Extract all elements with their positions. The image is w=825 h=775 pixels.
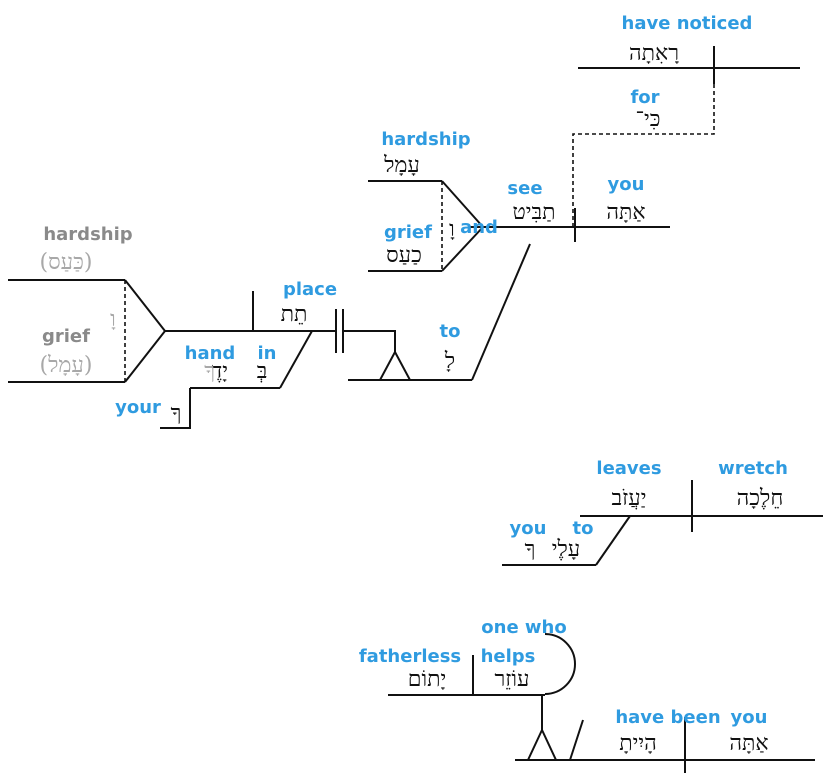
to-2-hebrew: עָלֶי	[552, 537, 581, 562]
hardship-hebrew: עָמָל	[383, 153, 420, 178]
clause-1-lines	[8, 46, 800, 429]
place-hebrew: תֵת	[281, 302, 308, 327]
to-hebrew: לָ	[444, 349, 455, 374]
see-gloss: see	[507, 178, 542, 199]
fatherless-gloss: fatherless	[359, 646, 461, 667]
have-been-hebrew: הָיִיתָ	[619, 731, 657, 756]
place-gloss: place	[283, 279, 337, 300]
inf-and-hebrew: וָ	[110, 307, 116, 332]
have-noticed-gloss: have noticed	[622, 13, 753, 34]
clause-2-lines	[502, 480, 823, 566]
to-2-gloss: to	[573, 518, 594, 539]
wretch-hebrew: חֵלֶכָה	[737, 486, 784, 511]
helps-hebrew: עוֹזֵר	[494, 667, 529, 692]
for-gloss: for	[630, 87, 659, 108]
leaves-hebrew: יַעֲזֹב	[612, 486, 647, 511]
and-hebrew: וָ	[449, 217, 455, 242]
helps-gloss: helps	[481, 646, 536, 667]
in-hebrew: בְּ	[257, 359, 268, 384]
inf-hardship-gloss: hardship	[43, 224, 132, 245]
grief-gloss: grief	[384, 222, 432, 243]
and-gloss: and	[460, 217, 498, 238]
in-gloss: in	[258, 343, 277, 364]
clause-3-lines	[388, 633, 815, 773]
leaves-gloss: leaves	[596, 458, 661, 479]
your-hebrew: ךָ	[171, 401, 182, 426]
you-hebrew: אַתָּה	[606, 200, 645, 225]
for-hebrew: כִּי־	[636, 107, 661, 132]
you-2-gloss: you	[510, 518, 547, 539]
you-3-gloss: you	[731, 707, 768, 728]
wretch-gloss: wretch	[718, 458, 788, 479]
fatherless-hebrew: יָתוֹם	[408, 667, 447, 692]
one-who-gloss: one who	[481, 617, 566, 638]
hand-gloss: hand	[185, 343, 236, 364]
hand-hebrew: יָדֶ	[212, 359, 228, 384]
you-2-hebrew: ךָ	[525, 537, 536, 562]
you-gloss: you	[608, 174, 645, 195]
inf-hardship-hebrew: (כַּעַס)	[40, 250, 93, 275]
to-gloss: to	[440, 321, 461, 342]
inf-grief-gloss: grief	[42, 326, 90, 347]
see-hebrew: תַבִּיט	[512, 200, 555, 225]
hand-suffix-hebrew: ךָ	[204, 359, 215, 384]
have-been-gloss: have been	[615, 707, 720, 728]
inf-grief-hebrew: (עָמָל)	[40, 353, 93, 378]
have-noticed-hebrew: רָאִתָה	[629, 41, 679, 66]
you-3-hebrew: אַתָּה	[729, 731, 768, 756]
hardship-gloss: hardship	[381, 129, 470, 150]
your-gloss: your	[115, 397, 161, 418]
grief-hebrew: כַעַס	[386, 243, 422, 268]
